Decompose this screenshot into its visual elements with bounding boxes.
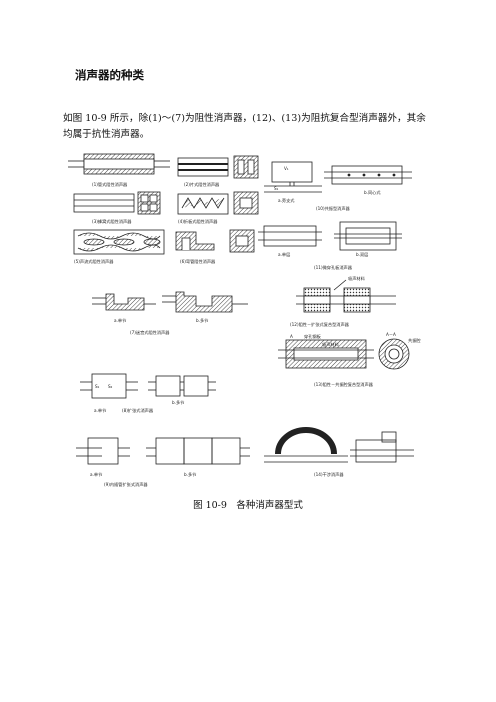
caption-8: (8)扩张式消声器 (122, 407, 154, 414)
label-section: A－A (386, 332, 396, 337)
caption-4: (4)折板式阻性消声器 (178, 218, 218, 225)
caption-12: (12)阻性－扩张式复合型消声器 (290, 321, 350, 328)
label-v1: V₁ (284, 166, 289, 171)
caption-11: (11)微穿孔板消声器 (314, 264, 353, 271)
label-concentric: b.同心式 (364, 189, 381, 196)
label-half-lambda: λ/2 (302, 428, 309, 433)
label-multi-stage-9: b.多节 (184, 471, 196, 478)
label-perforated-tube: 穿孔钢板 (304, 333, 322, 340)
caption-5: (5)声流式阻性消声器 (74, 258, 114, 265)
tube-muffler-drawing (68, 153, 170, 175)
sound-flow-muffler-drawing (73, 229, 165, 255)
label-s1: S₁ (95, 384, 100, 389)
label-one-stage-7: a.单节 (114, 317, 126, 324)
label-multi-stage-8: b.多节 (172, 399, 184, 406)
caption-2: (2)片式阻性消声器 (184, 181, 220, 188)
honeycomb-muffler-drawing (73, 191, 161, 215)
resonator-muffler-drawing (264, 161, 412, 193)
labyrinth-muffler-drawing (92, 291, 248, 313)
label-single-layer: a.单层 (278, 251, 290, 258)
caption-13: (13)阻性－共振腔复合型消声器 (314, 381, 374, 388)
resistive-resonator-muffler-drawing (278, 338, 410, 370)
label-a: A (290, 334, 293, 339)
label-sound-material-13: 吸声材料 (322, 341, 340, 348)
label-one-stage-8: a.单节 (94, 407, 106, 414)
label-multi-stage-7: b.多节 (196, 317, 208, 324)
figure-drawings: (1)管式阻性消声器 (2)片式阻性消声器 (3)蜂窝式阻性消声器 ( (68, 153, 421, 488)
micro-perforated-muffler-drawing (258, 221, 402, 251)
folded-plate-muffler-drawing (177, 191, 259, 215)
label-side-branch: a.旁支式 (278, 197, 295, 204)
caption-10: (10)共振型消声器 (316, 205, 351, 212)
caption-9: (9)内插管扩张式消声器 (104, 481, 148, 488)
label-s: S₁ (274, 186, 279, 191)
resistive-expansion-muffler-drawing (296, 279, 396, 313)
caption-7: (7)迷宫式阻性消声器 (130, 329, 170, 336)
body-paragraph: 如图 10-9 所示，除(1)～(7)为阻性消声器，(12)、(13)为阻抗复合… (63, 113, 426, 140)
label-s2: S₂ (108, 384, 113, 389)
caption-14: (14)干涉消声器 (314, 471, 344, 478)
baffle-muffler-drawing (177, 155, 259, 179)
label-double-layer: b.双层 (356, 252, 368, 258)
label-sound-material-12: 吸声材料 (348, 275, 366, 282)
extended-tube-muffler-drawing (76, 437, 250, 465)
figure-caption: 图 10-9 各种消声器型式 (193, 500, 303, 511)
caption-3: (3)蜂窝式阻性消声器 (92, 218, 132, 225)
muffler-types-figure: (1)管式阻性消声器 (2)片式阻性消声器 (3)蜂窝式阻性消声器 ( (64, 150, 434, 495)
caption-6: (6)弯管阻性消声器 (180, 258, 216, 265)
interference-muffler-drawing (264, 427, 414, 463)
section-heading: 消声器的种类 (75, 68, 144, 82)
caption-1: (1)管式阻性消声器 (92, 181, 128, 188)
label-one-stage-9: a.单节 (90, 471, 102, 478)
label-resonator: 共振腔 (408, 337, 421, 344)
elbow-muffler-drawing (175, 229, 255, 253)
expansion-muffler-drawing (80, 373, 216, 399)
